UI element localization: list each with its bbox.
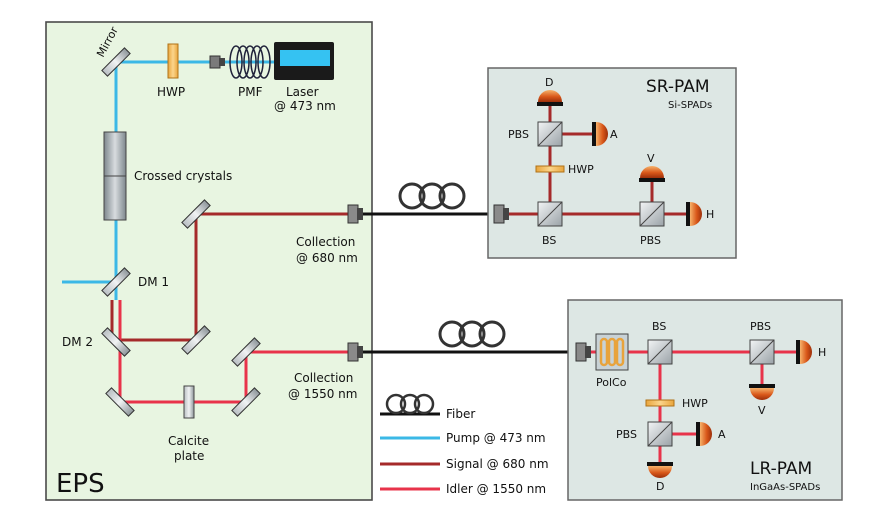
sr-detector-v	[639, 166, 665, 182]
sr-pam-title: SR-PAM	[646, 77, 710, 97]
sr-detector-d	[537, 90, 563, 106]
sr-connector	[493, 204, 509, 224]
laser-label-1: Laser	[286, 85, 319, 99]
sr-detector-h	[686, 202, 702, 226]
fiber-lower	[362, 320, 578, 354]
lr-connector	[575, 342, 591, 362]
idler-mirror-right-bottom	[231, 387, 261, 417]
dm2-label: DM 2	[62, 335, 93, 349]
lr-detector-v	[749, 384, 775, 400]
laser	[274, 42, 334, 80]
connector-1550	[347, 342, 363, 362]
dm2	[101, 327, 131, 357]
fiber-upper	[362, 182, 496, 216]
pmf-connector	[209, 55, 225, 69]
sr-label-v: V	[647, 152, 655, 165]
legend-signal-label: Signal @ 680 nm	[446, 457, 549, 471]
legend-idler-label: Idler @ 1550 nm	[446, 482, 546, 496]
eps-title: EPS	[56, 469, 105, 499]
lr-pbs-lower-cube	[647, 421, 673, 447]
collection-680-label-1: Collection	[296, 235, 355, 249]
legend-fiber-label: Fiber	[446, 407, 475, 421]
pmf-coil	[229, 45, 271, 79]
lr-pam-box	[567, 299, 843, 501]
sr-label-pbs-upper: PBS	[508, 128, 529, 141]
lr-pam-subtitle: InGaAs-SPADs	[750, 482, 820, 493]
lr-detector-d	[647, 462, 673, 478]
calcite-label-2: plate	[174, 449, 204, 463]
dm1	[101, 267, 131, 297]
idler-beam	[118, 300, 354, 404]
lr-bs-cube	[647, 339, 673, 365]
hwp-eps	[167, 43, 179, 79]
lr-detector-h	[796, 340, 812, 364]
sr-pbs-lower-cube	[639, 201, 665, 227]
sr-pbs-upper-cube	[537, 121, 563, 147]
sr-pam-subtitle: Si-SPADs	[668, 100, 712, 111]
sr-label-d: D	[545, 76, 553, 89]
lr-label-a: A	[718, 428, 726, 441]
collection-1550-label-1: Collection	[294, 371, 353, 385]
pmf-label: PMF	[238, 85, 263, 99]
collection-680-label-2: @ 680 nm	[296, 251, 358, 265]
signal-mirror-bottom	[181, 325, 211, 355]
connector-680	[347, 204, 363, 224]
crossed-crystals-label: Crossed crystals	[134, 169, 232, 183]
lr-label-hwp: HWP	[682, 397, 708, 410]
lr-label-h: H	[818, 346, 826, 359]
lr-label-pbs-lower: PBS	[616, 428, 637, 441]
lr-detector-a	[696, 422, 712, 446]
sr-bs-cube	[537, 201, 563, 227]
legend-fiber-swatch	[380, 393, 440, 416]
legend-pump-label: Pump @ 473 nm	[446, 431, 546, 445]
mirror-top	[101, 47, 131, 77]
lr-label-polco: PolCo	[596, 376, 627, 389]
lr-pam-title: LR-PAM	[750, 459, 812, 479]
idler-mirror-right-top	[231, 337, 261, 367]
laser-label-2: @ 473 nm	[274, 99, 336, 113]
collection-1550-label-2: @ 1550 nm	[288, 387, 357, 401]
sr-label-pbs-lower: PBS	[640, 234, 661, 247]
sr-hwp	[535, 165, 565, 173]
idler-mirror-left	[105, 387, 135, 417]
polco	[595, 333, 629, 371]
eps-box	[45, 21, 373, 501]
sr-detector-a	[592, 122, 608, 146]
sr-label-a: A	[610, 128, 618, 141]
calcite-label-1: Calcite	[168, 434, 209, 448]
crossed-crystal-upper	[103, 131, 127, 177]
sr-label-bs: BS	[542, 234, 556, 247]
sr-label-hwp: HWP	[568, 163, 594, 176]
crossed-crystal-lower	[103, 175, 127, 221]
legend: Fiber Pump @ 473 nm Signal @ 680 nm Idle…	[380, 393, 549, 496]
sr-label-h: H	[706, 208, 714, 221]
dm1-label: DM 1	[138, 275, 169, 289]
calcite-plate	[183, 385, 195, 419]
signal-mirror-top	[181, 199, 211, 229]
lr-pbs-right-cube	[749, 339, 775, 365]
lr-label-pbs-right: PBS	[750, 320, 771, 333]
lr-label-d: D	[656, 480, 664, 493]
lr-label-bs: BS	[652, 320, 666, 333]
sr-pam-box	[487, 67, 737, 259]
hwp-label: HWP	[157, 85, 185, 99]
lr-hwp	[645, 399, 675, 407]
lr-label-v: V	[758, 404, 766, 417]
